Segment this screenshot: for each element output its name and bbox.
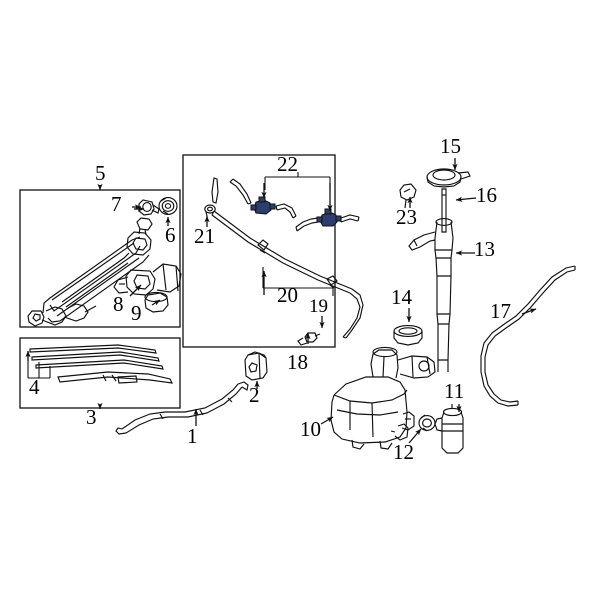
leader-8: [129, 284, 142, 297]
callout-11: 11: [444, 379, 465, 403]
callout-17: 17: [490, 299, 511, 323]
panel-washer-hose: [182, 154, 336, 348]
leader-10: [320, 416, 334, 425]
callout-14: 14: [391, 285, 412, 309]
callout-3: 3: [86, 405, 97, 429]
art-washer-nozzle: [244, 351, 268, 381]
callout-2: 2: [249, 383, 260, 407]
callout-22: 22: [277, 152, 298, 176]
art-wiper-blades: [27, 344, 174, 384]
art-wiper-linkage: [27, 197, 182, 327]
callout-21: 21: [194, 224, 215, 248]
callout-12: 12: [393, 440, 414, 464]
leader-9: [151, 299, 161, 306]
leader-12: [408, 428, 422, 444]
art-washer-hose-long: [480, 265, 576, 407]
callout-4: 4: [29, 375, 40, 399]
art-filler-cap: [426, 168, 471, 188]
art-level-gauge-rod: [441, 188, 447, 233]
callout-18: 18: [287, 350, 308, 374]
art-reservoir-tank: [330, 346, 436, 450]
callout-19: 19: [309, 296, 328, 317]
callout-10: 10: [300, 417, 321, 441]
callout-1: 1: [187, 424, 198, 448]
art-wiper-arm: [115, 381, 249, 435]
leader-16: [455, 196, 477, 202]
art-filler-neck: [408, 218, 454, 372]
callout-9: 9: [131, 301, 142, 325]
callout-23: 23: [396, 205, 417, 229]
callout-16: 16: [476, 183, 497, 207]
callout-6: 6: [165, 223, 176, 247]
callout-20: 20: [277, 283, 298, 307]
art-pump-grommet: [418, 414, 436, 432]
leader-17: [521, 308, 537, 315]
art-reservoir-cap: [393, 325, 423, 346]
callout-7: 7: [111, 192, 122, 216]
callout-5: 5: [95, 161, 106, 185]
callout-13: 13: [474, 237, 495, 261]
callout-8: 8: [113, 292, 124, 316]
art-hose-clip: [297, 332, 321, 346]
art-washer-hoses: [204, 172, 364, 339]
callout-15: 15: [440, 134, 461, 158]
